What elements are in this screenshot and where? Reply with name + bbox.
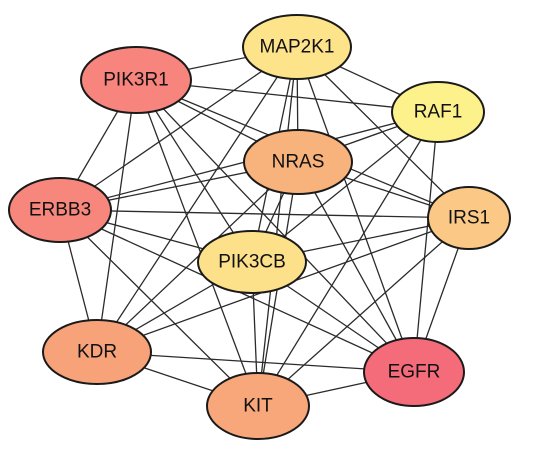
edge-map2k1-erbb3 (59, 46, 298, 211)
node-kit: KIT (206, 372, 310, 440)
node-label-egfr: EGFR (388, 362, 441, 383)
node-egfr: EGFR (363, 337, 465, 407)
edge-raf1-kit (257, 111, 439, 407)
edge-map2k1-kit (257, 46, 298, 407)
edge-erbb3-irs1 (59, 209, 470, 219)
node-irs1: IRS1 (427, 186, 511, 250)
node-label-pik3r1: PIK3R1 (103, 70, 168, 91)
node-ellipse-pik3r1 (80, 46, 192, 114)
node-label-erbb3: ERBB3 (29, 200, 91, 221)
node-ellipse-irs1 (427, 186, 511, 250)
node-nras: NRAS (243, 129, 353, 195)
node-label-kit: KIT (243, 396, 273, 417)
node-ellipse-pik3cb (197, 230, 307, 294)
edge-pik3r1-kdr (96, 79, 137, 353)
node-label-nras: NRAS (272, 152, 325, 173)
node-pik3cb: PIK3CB (197, 230, 307, 294)
edge-map2k1-irs1 (296, 46, 470, 219)
node-label-raf1: RAF1 (414, 102, 463, 123)
node-pik3r1: PIK3R1 (80, 46, 192, 114)
edge-nras-kdr (96, 161, 299, 353)
node-ellipse-egfr (363, 337, 465, 407)
edge-pik3r1-egfr (135, 79, 415, 373)
edge-erbb3-kit (59, 209, 259, 407)
node-ellipse-raf1 (391, 81, 485, 143)
node-ellipse-kdr (42, 319, 152, 385)
edge-irs1-kit (257, 217, 470, 407)
node-erbb3: ERBB3 (8, 177, 112, 243)
edge-map2k1-egfr (296, 46, 415, 373)
edge-map2k1-kdr (96, 46, 298, 353)
edge-pik3r1-kit (135, 79, 259, 407)
node-map2k1: MAP2K1 (242, 14, 352, 80)
node-label-map2k1: MAP2K1 (260, 37, 335, 58)
node-ellipse-erbb3 (8, 177, 112, 243)
node-label-kdr: KDR (77, 342, 117, 363)
node-ellipse-nras (243, 129, 353, 195)
edge-raf1-egfr (413, 111, 439, 373)
node-kdr: KDR (42, 319, 152, 385)
node-ellipse-kit (206, 372, 310, 440)
edge-nras-egfr (297, 161, 415, 373)
node-label-pik3cb: PIK3CB (218, 252, 286, 273)
node-label-irs1: IRS1 (448, 208, 490, 229)
node-raf1: RAF1 (391, 81, 485, 143)
node-ellipse-map2k1 (242, 14, 352, 80)
